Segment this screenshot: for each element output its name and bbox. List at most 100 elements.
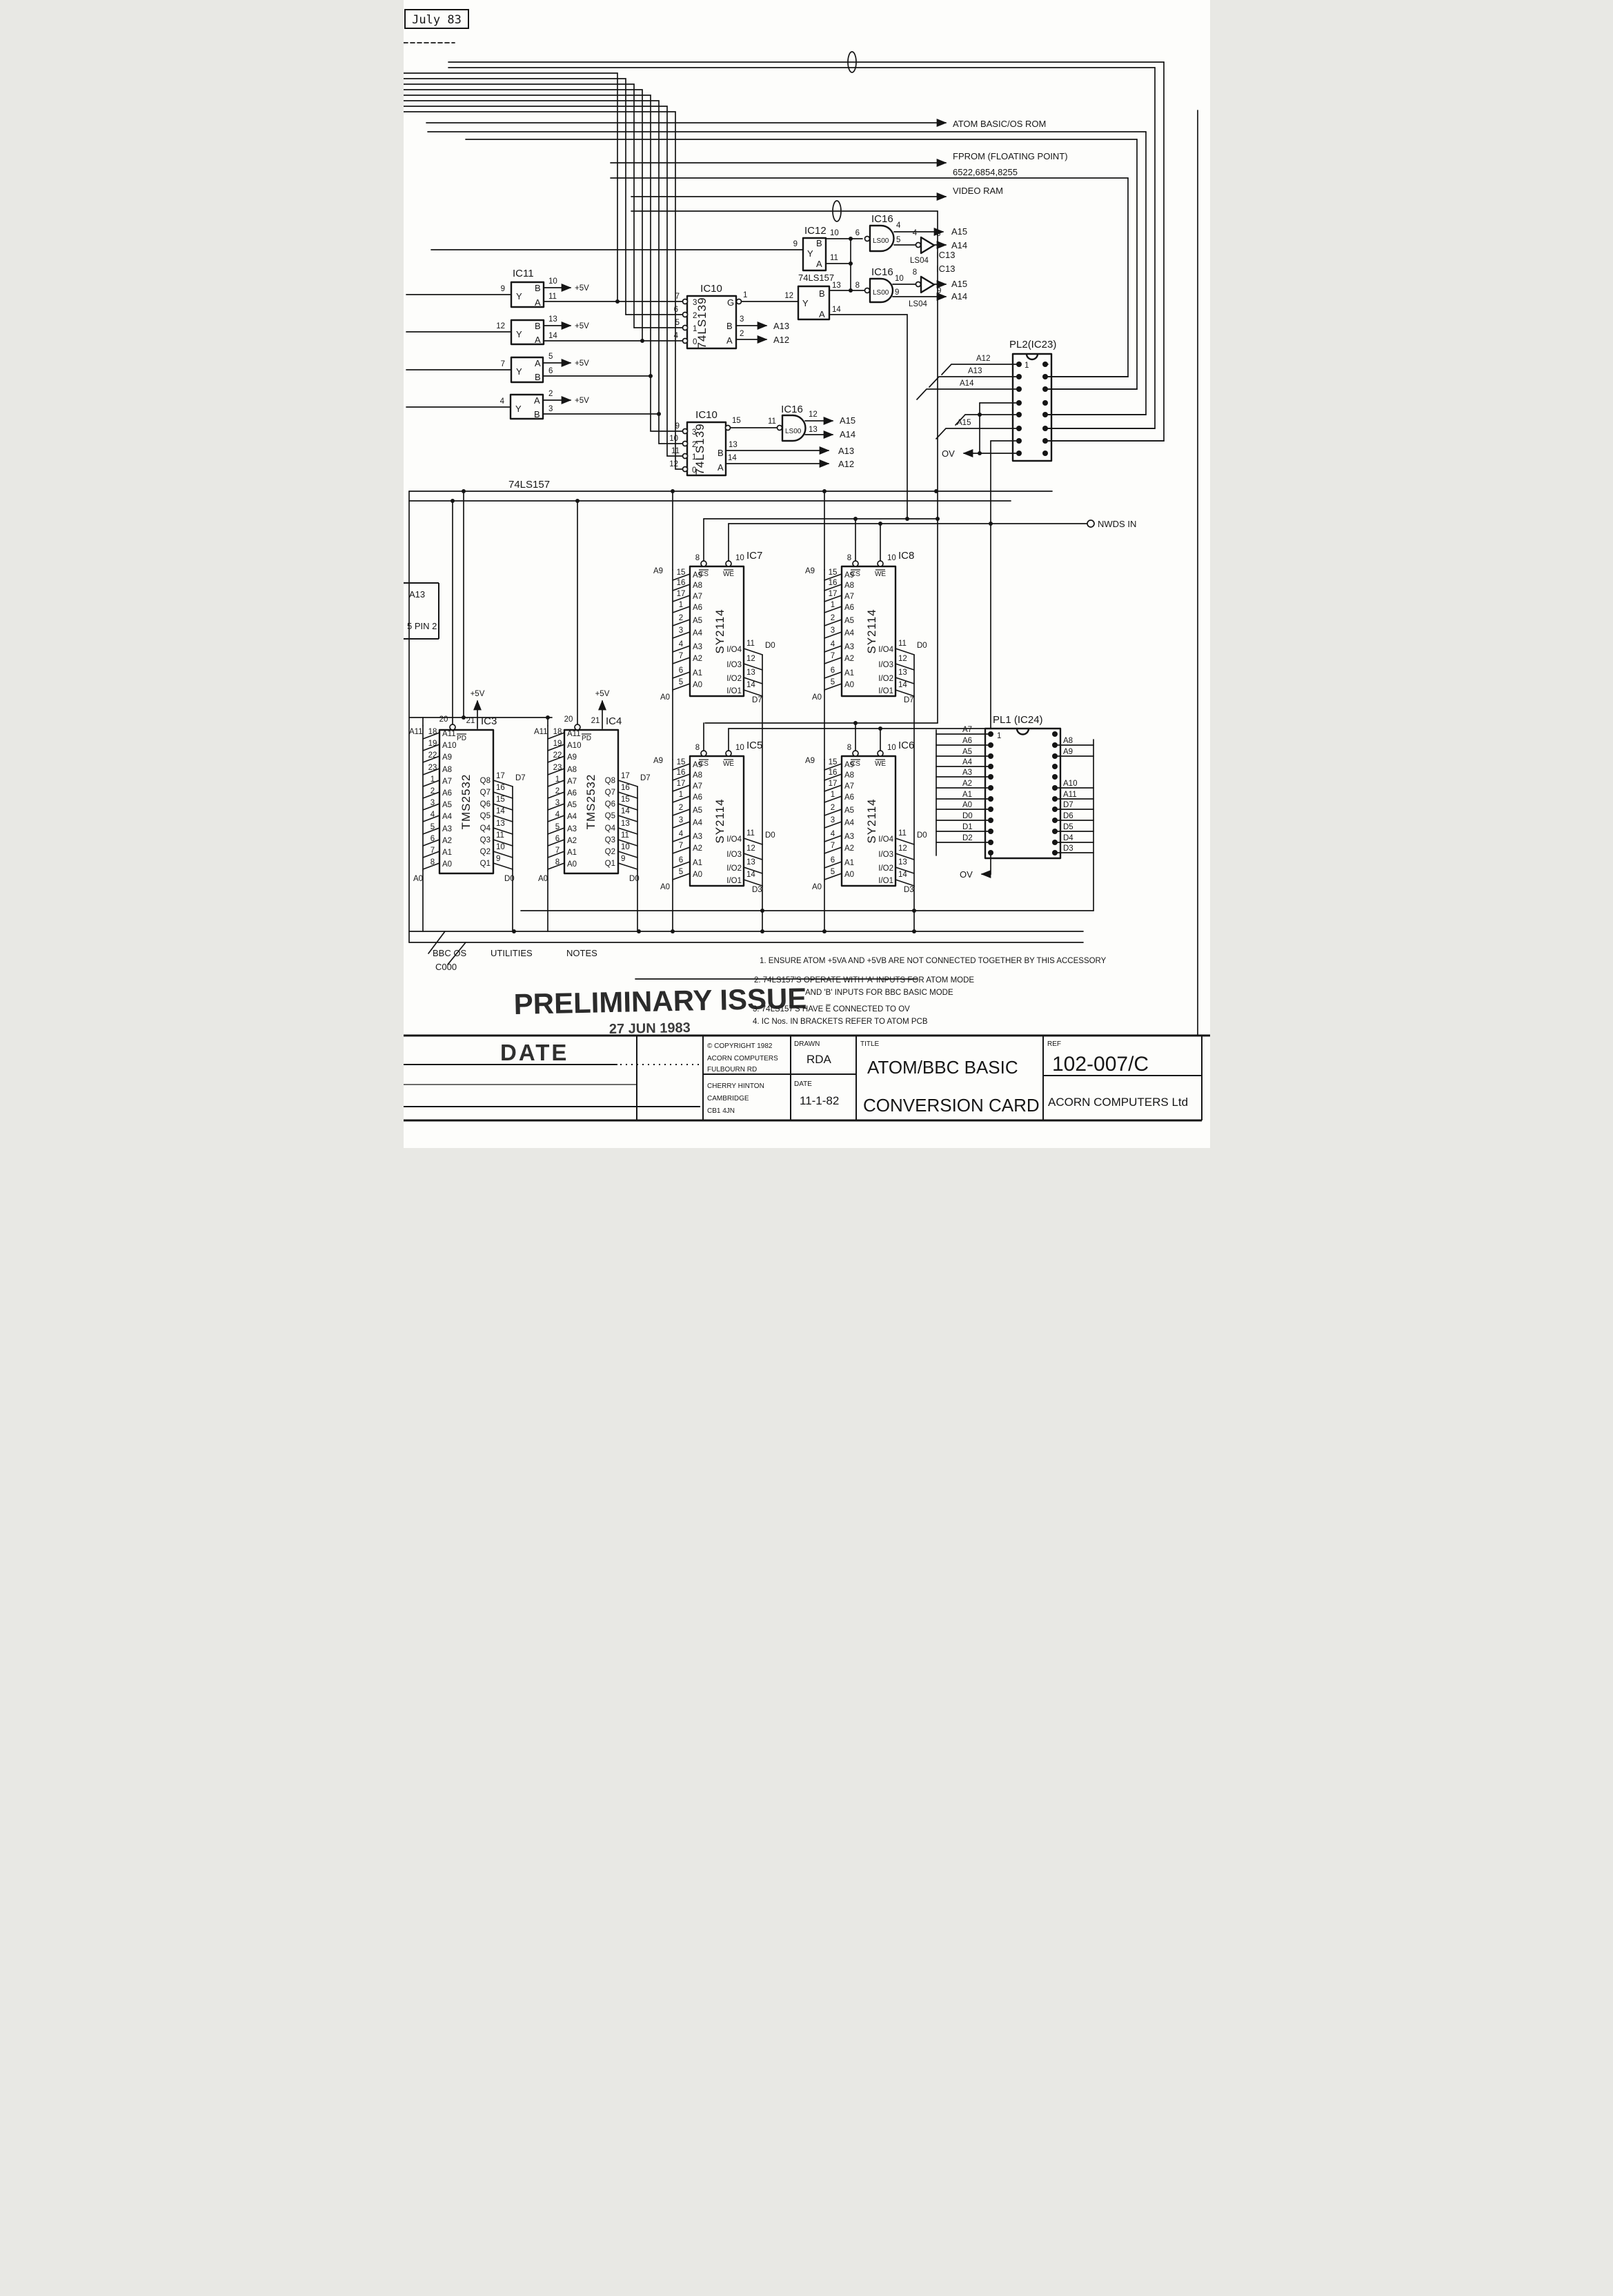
- ic10a-row: 1: [693, 325, 697, 333]
- ic10a-row: 3: [693, 299, 697, 307]
- date-stamp-box: [404, 9, 469, 29]
- ic10b-ext-pin: 10: [669, 435, 678, 443]
- pl1-right-label: D4: [1063, 834, 1073, 842]
- rom-q-pin: 9: [496, 855, 500, 863]
- ic11-name: IC11: [513, 268, 534, 279]
- rom-q-pin: 10: [496, 843, 505, 851]
- rom-bus-d0: D0: [504, 875, 515, 883]
- rom-bus-d7: D7: [515, 774, 526, 782]
- rom-q-pin: 13: [496, 820, 505, 828]
- ic3-name: IC3: [481, 715, 497, 727]
- ic10a-part: 74LS139: [695, 297, 709, 348]
- ic10b-part: 74LS139: [693, 423, 706, 475]
- ls00-label: LS00: [873, 237, 889, 245]
- ram-addr: A8: [693, 582, 702, 590]
- pl2-a13-label: A13: [968, 367, 982, 375]
- ram-chip-ic8: [804, 553, 928, 703]
- ram-pin: 6: [678, 666, 682, 675]
- rom-pin: 3: [430, 799, 434, 807]
- mux-a: A: [819, 309, 825, 319]
- pl1-right-label: D7: [1063, 801, 1073, 809]
- ram-bus-d7: D7: [904, 696, 914, 704]
- mux2-b-pin: 13: [832, 281, 841, 290]
- bus-hop-symbol: [831, 200, 842, 222]
- rom-q-pin: 15: [496, 795, 505, 804]
- pl1-pin1: 1: [997, 732, 1001, 740]
- ic10a-row: 0: [693, 338, 697, 346]
- mux-a: A: [816, 259, 822, 269]
- ic12-part: 74LS157: [798, 273, 834, 283]
- ic10b-ext-pin: 12: [669, 460, 678, 468]
- ic11-mux-column: IC11 74LS157 9 Y B A +5V 10 11 12 Y B A …: [405, 268, 683, 491]
- ic11-g2-in-pin: 12: [496, 322, 505, 330]
- inverter-symbol: [920, 236, 935, 255]
- ic11-g3-in-pin: 7: [500, 360, 504, 368]
- rom-pin: 2: [430, 787, 434, 795]
- rom-addr: A10: [442, 742, 456, 750]
- pl2-connector: PL2(IC23) 1 A12 A13 A14 A15 OV: [916, 339, 1165, 462]
- nand1-o1-pin: 4: [896, 221, 901, 230]
- ram-addr: A2: [693, 655, 702, 663]
- rom-pin: 7: [430, 847, 434, 855]
- pl1-left-label: A2: [962, 780, 972, 788]
- address-line: CB1 4JN: [707, 1107, 735, 1115]
- date-label: DATE: [794, 1080, 812, 1088]
- rom-addr: A4: [442, 813, 453, 821]
- note-2b: AND 'B' INPUTS FOR BBC BASIC MODE: [805, 989, 953, 997]
- address-line: FULBOURN RD: [707, 1066, 757, 1073]
- mux-a: A: [535, 358, 541, 368]
- pl1-left-label: D2: [962, 834, 973, 842]
- rom-addr: A2: [442, 837, 452, 845]
- ov-label: OV: [942, 448, 955, 459]
- atom-rom-bus-label: ATOM BASIC/OS ROM: [953, 119, 1046, 129]
- ic11-g2-b-pin: 13: [548, 315, 557, 324]
- ls00-label: LS00: [873, 289, 889, 297]
- pl1-right-label: A10: [1063, 780, 1077, 788]
- ic13-name: IC13: [936, 264, 955, 274]
- mux-y: Y: [515, 404, 522, 414]
- rom-addr: A6: [442, 789, 452, 798]
- ic16-name: IC16: [871, 266, 893, 278]
- mux-b: B: [534, 409, 540, 419]
- mux-a: A: [534, 395, 540, 406]
- ic12-b-pin: 10: [830, 229, 839, 237]
- ic10b-b-pin: 13: [729, 441, 738, 449]
- rom-bus-a11: A11: [409, 728, 423, 736]
- ov-label: OV: [960, 869, 973, 880]
- distribution-wires: [408, 489, 1053, 943]
- rom-pd: PD: [457, 735, 466, 742]
- pl2-a12-label: A12: [976, 355, 990, 363]
- ic10a-g-pin: 1: [743, 291, 747, 299]
- pl1-connector: PL1 (IC24) 1 A7 A6 A5 A4 A3 A2 A1 A0 D0 …: [935, 714, 1094, 911]
- ram-addr: A5: [693, 617, 702, 625]
- ram-addr: A7: [693, 593, 702, 601]
- plus5v-label: +5V: [470, 690, 484, 698]
- inv2-in-pin: 8: [912, 268, 916, 277]
- a14-signal-label: A14: [951, 240, 967, 250]
- ic10-decoder-a: IC10 74LS139 3 2 1 0 7 6 5 4 G 1 B 3 A13…: [673, 283, 789, 350]
- rom-q-pin: 14: [496, 807, 505, 815]
- ic11-g4-in-pin: 4: [499, 397, 504, 406]
- rom-addr: A7: [442, 778, 452, 786]
- nand1-in-pin: 6: [855, 229, 859, 237]
- ram-pin: 4: [678, 640, 683, 649]
- rom-addr: A0: [442, 860, 452, 869]
- ram-io: I/O1: [726, 687, 742, 695]
- title-block: DATE © COPYRIGHT 1982 ACORN COMPUTERS FU…: [403, 1034, 1210, 1122]
- nand3-ic16: IC16 LS00 12 A15 13 A14: [776, 404, 855, 442]
- rom-addr: A8: [442, 766, 452, 774]
- ic4-name: IC4: [606, 715, 622, 727]
- sheet-date-stamp: July 83: [412, 13, 462, 27]
- ram-addr: A6: [693, 604, 702, 612]
- ram-addr: A4: [693, 629, 703, 637]
- ic6-name: IC6: [898, 740, 914, 751]
- a15-signal-label: A15: [840, 415, 855, 426]
- ic10b-row: 3: [692, 428, 696, 437]
- rom-addr: A11: [442, 730, 456, 738]
- ic11-g4-b-pin: 3: [548, 405, 553, 413]
- ram-pin: 17: [676, 590, 685, 598]
- mux-b: B: [816, 238, 822, 248]
- a15-signal-label: A15: [951, 226, 967, 237]
- mux-a: A: [535, 297, 541, 308]
- pl2-pin1: 1: [1025, 362, 1029, 370]
